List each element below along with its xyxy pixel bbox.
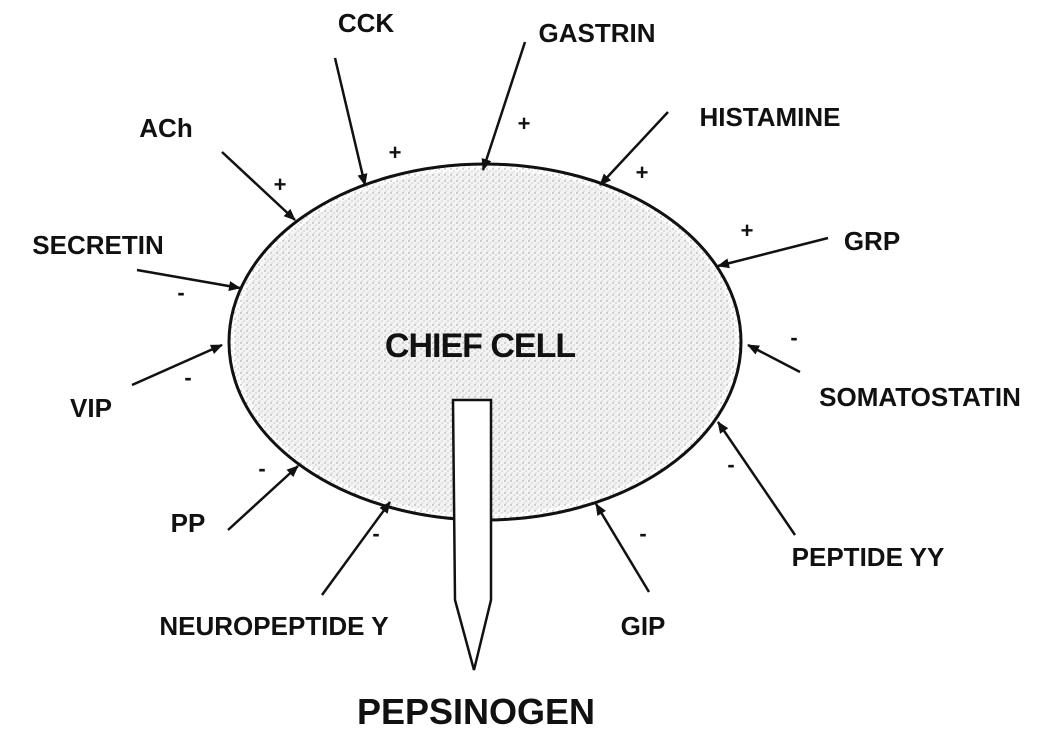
cck-arrow (335, 58, 365, 185)
vip-effect-sign: - (184, 365, 191, 390)
gip-arrow (596, 504, 649, 592)
neuropeptide-y-effect-sign: - (372, 521, 379, 546)
cck-label: CCK (338, 8, 395, 38)
pp-effect-sign: - (258, 456, 265, 481)
peptide-yy-effect-sign: - (727, 452, 734, 477)
secretin-arrow (137, 270, 240, 288)
histamine-arrow (600, 112, 668, 185)
neuropeptide-y-arrow (322, 502, 390, 595)
ach-label: ACh (139, 113, 192, 143)
secretin-effect-sign: - (177, 280, 184, 305)
gip-effect-sign: - (639, 521, 646, 546)
gastrin-label: GASTRIN (539, 18, 656, 48)
gip-label: GIP (621, 611, 666, 641)
pepsinogen-arrow (453, 400, 491, 670)
neuropeptide-y-label: NEUROPEPTIDE Y (159, 611, 388, 641)
histamine-label: HISTAMINE (699, 102, 840, 132)
peptide-yy-label: PEPTIDE YY (792, 542, 945, 572)
histamine-effect-sign: + (636, 160, 649, 185)
somatostatin-label: SOMATOSTATIN (819, 382, 1021, 412)
ach-effect-sign: + (274, 172, 287, 197)
somatostatin-effect-sign: - (790, 325, 797, 350)
cell-label: CHIEF CELL (385, 327, 575, 365)
vip-arrow (132, 345, 222, 385)
grp-label: GRP (844, 226, 900, 256)
secretin-label: SECRETIN (32, 230, 163, 260)
peptide-yy-arrow (718, 422, 795, 535)
gastrin-effect-sign: + (518, 111, 531, 136)
cck-effect-sign: + (389, 140, 402, 165)
grp-effect-sign: + (741, 218, 754, 243)
grp-arrow (718, 238, 828, 266)
gastrin-arrow (483, 42, 525, 170)
pp-label: PP (171, 508, 206, 538)
vip-label: VIP (70, 393, 112, 423)
product-label: PEPSINOGEN (357, 691, 595, 732)
